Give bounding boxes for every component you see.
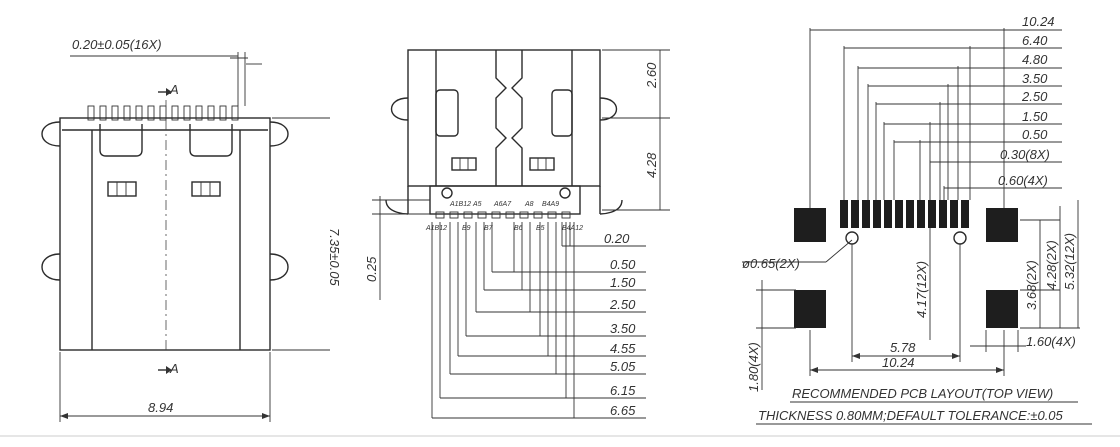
right-dim-3: 4.80	[1022, 52, 1048, 67]
side-dim-label: 7.35±0.05	[327, 228, 342, 287]
pin-pitch-label: 0.20±0.05(16X)	[72, 37, 162, 52]
width-dim-label: 8.94	[148, 400, 173, 415]
shield-pad-top-right	[986, 208, 1018, 242]
left-tab-bot-left	[41, 253, 61, 281]
vert-dim-4: 5.32(12X)	[1062, 233, 1077, 290]
pin-label-bot-3: B7	[484, 225, 494, 232]
top-dim-lines	[809, 28, 1062, 212]
thickness-note: THICKNESS 0.80MM;DEFAULT TOLERANCE:±0.05	[758, 408, 1064, 423]
middle-tab-right	[599, 97, 617, 121]
left-body	[59, 117, 271, 351]
pin-label-top-5: B4A9	[542, 201, 559, 208]
right-dim-9: 0.60(4X)	[998, 173, 1048, 188]
pitch-label-4: 2.50	[609, 297, 636, 312]
pitch-label-3: 1.50	[610, 275, 636, 290]
left-pins	[87, 105, 239, 121]
pin-label-top-3: A6A7	[493, 201, 512, 208]
left-tab-bot-right	[269, 253, 289, 281]
pin-offset-label: 0.25	[364, 256, 379, 282]
left-tab-top-right	[269, 121, 289, 147]
right-dim-5: 2.50	[1021, 89, 1048, 104]
pcb-hole-left	[845, 231, 859, 245]
left-windows	[107, 181, 221, 197]
left-latch-1	[99, 124, 143, 157]
vert-dim-1: 4.17(12X)	[914, 261, 929, 318]
right-dim-4: 3.50	[1022, 71, 1048, 86]
left-latch-2	[189, 124, 233, 157]
middle-latch-left	[435, 89, 459, 137]
shield-pad-bot-right	[986, 290, 1018, 328]
middle-body	[407, 49, 601, 187]
pcb-signal-pads	[840, 200, 969, 228]
shield-pad-bot-left	[794, 290, 826, 328]
pitch-label-8: 6.15	[610, 383, 636, 398]
pin-label-bot-4: B6	[514, 225, 523, 232]
hole-label: ø0.65(2X)	[742, 256, 800, 271]
middle-view: A1B12 A5 A6A7 A8 B4A9 A1B12 B9 B7 B6 B5 …	[364, 49, 670, 419]
pin-label-bot-1: A1B12	[425, 225, 447, 232]
vert-dim-3: 4.28(2X)	[1044, 240, 1059, 290]
middle-hole-left	[441, 187, 453, 199]
pad-width-label: 1.60(4X)	[1026, 334, 1076, 349]
pad-height-label: 1.80(4X)	[746, 342, 761, 392]
pin-label-top-2: A5	[472, 201, 482, 208]
right-dim-2: 6.40	[1022, 33, 1048, 48]
middle-pin-pads	[435, 211, 571, 219]
middle-hole-right	[559, 187, 571, 199]
pitch-label-6: 4.55	[610, 341, 636, 356]
bottom-dim-2: 10.24	[882, 355, 915, 370]
pitch-label-9: 6.65	[610, 403, 636, 418]
right-dim-1: 10.24	[1022, 14, 1055, 29]
pitch-label-5: 3.50	[610, 321, 636, 336]
pcb-hole-right	[953, 231, 967, 245]
middle-tab-left	[391, 97, 409, 121]
vert-dim-2: 3.68(2X)	[1024, 260, 1039, 310]
pitch-dim-lines	[431, 222, 646, 419]
left-tab-top-left	[41, 121, 61, 147]
section-label-bottom: A	[169, 361, 179, 376]
right-view: 10.24 6.40 4.80 3.50 2.50 1.50 0.50 0.30…	[742, 14, 1092, 425]
pcb-caption: RECOMMENDED PCB LAYOUT(TOP VIEW)	[792, 386, 1053, 401]
pin-label-bot-6: B4A12	[562, 225, 583, 232]
pin-label-top-1: A1B12	[449, 201, 471, 208]
top-height-label: 2.60	[644, 62, 659, 89]
left-view: 0.20±0.05(16X) A	[41, 37, 342, 422]
pitch-label-2: 0.50	[610, 257, 636, 272]
shield-pad-top-left	[794, 208, 826, 242]
section-label-top: A	[169, 82, 179, 97]
right-dim-7: 0.50	[1022, 127, 1048, 142]
pin-label-top-4: A8	[524, 201, 534, 208]
right-dim-8: 0.30(8X)	[1000, 147, 1050, 162]
body-height-label: 4.28	[644, 152, 659, 178]
pitch-label-7: 5.05	[610, 359, 636, 374]
pitch-label-1: 0.20	[604, 231, 630, 246]
bottom-dim-1: 5.78	[890, 340, 916, 355]
right-dim-6: 1.50	[1022, 109, 1048, 124]
middle-latch-right	[551, 89, 573, 137]
